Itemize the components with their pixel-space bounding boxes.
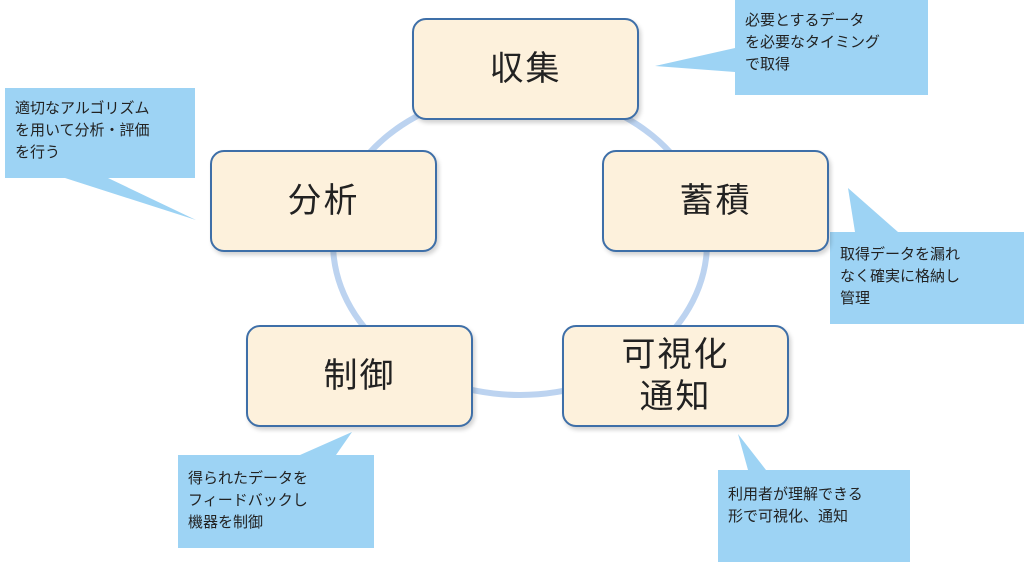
callout-analyze-shape (5, 88, 196, 220)
callout-accumulate-shape (830, 188, 1024, 324)
node-analyze: 分析 (210, 150, 437, 252)
callout-collect: 必要とするデータ を必要なタイミング で取得 (745, 11, 881, 73)
node-collect: 収集 (412, 18, 639, 120)
callout-accumulate: 取得データを漏れ なく確実に格納し 管理 (840, 245, 961, 307)
node-control: 制御 (246, 325, 473, 427)
callout-visualize-notify: 利用者が理解できる 形で可視化、通知 (728, 485, 863, 525)
callout-visualize-shape (718, 434, 910, 562)
node-accumulate: 蓄積 (602, 150, 829, 252)
callout-control-shape (178, 432, 374, 548)
callout-analyze: 適切なアルゴリズム を用いて分析・評価 を行う (15, 99, 150, 161)
node-visualize-notify: 可視化 通知 (562, 325, 789, 427)
callout-control: 得られたデータを フィードバックし 機器を制御 (188, 469, 309, 531)
callout-collect-shape (655, 0, 928, 95)
